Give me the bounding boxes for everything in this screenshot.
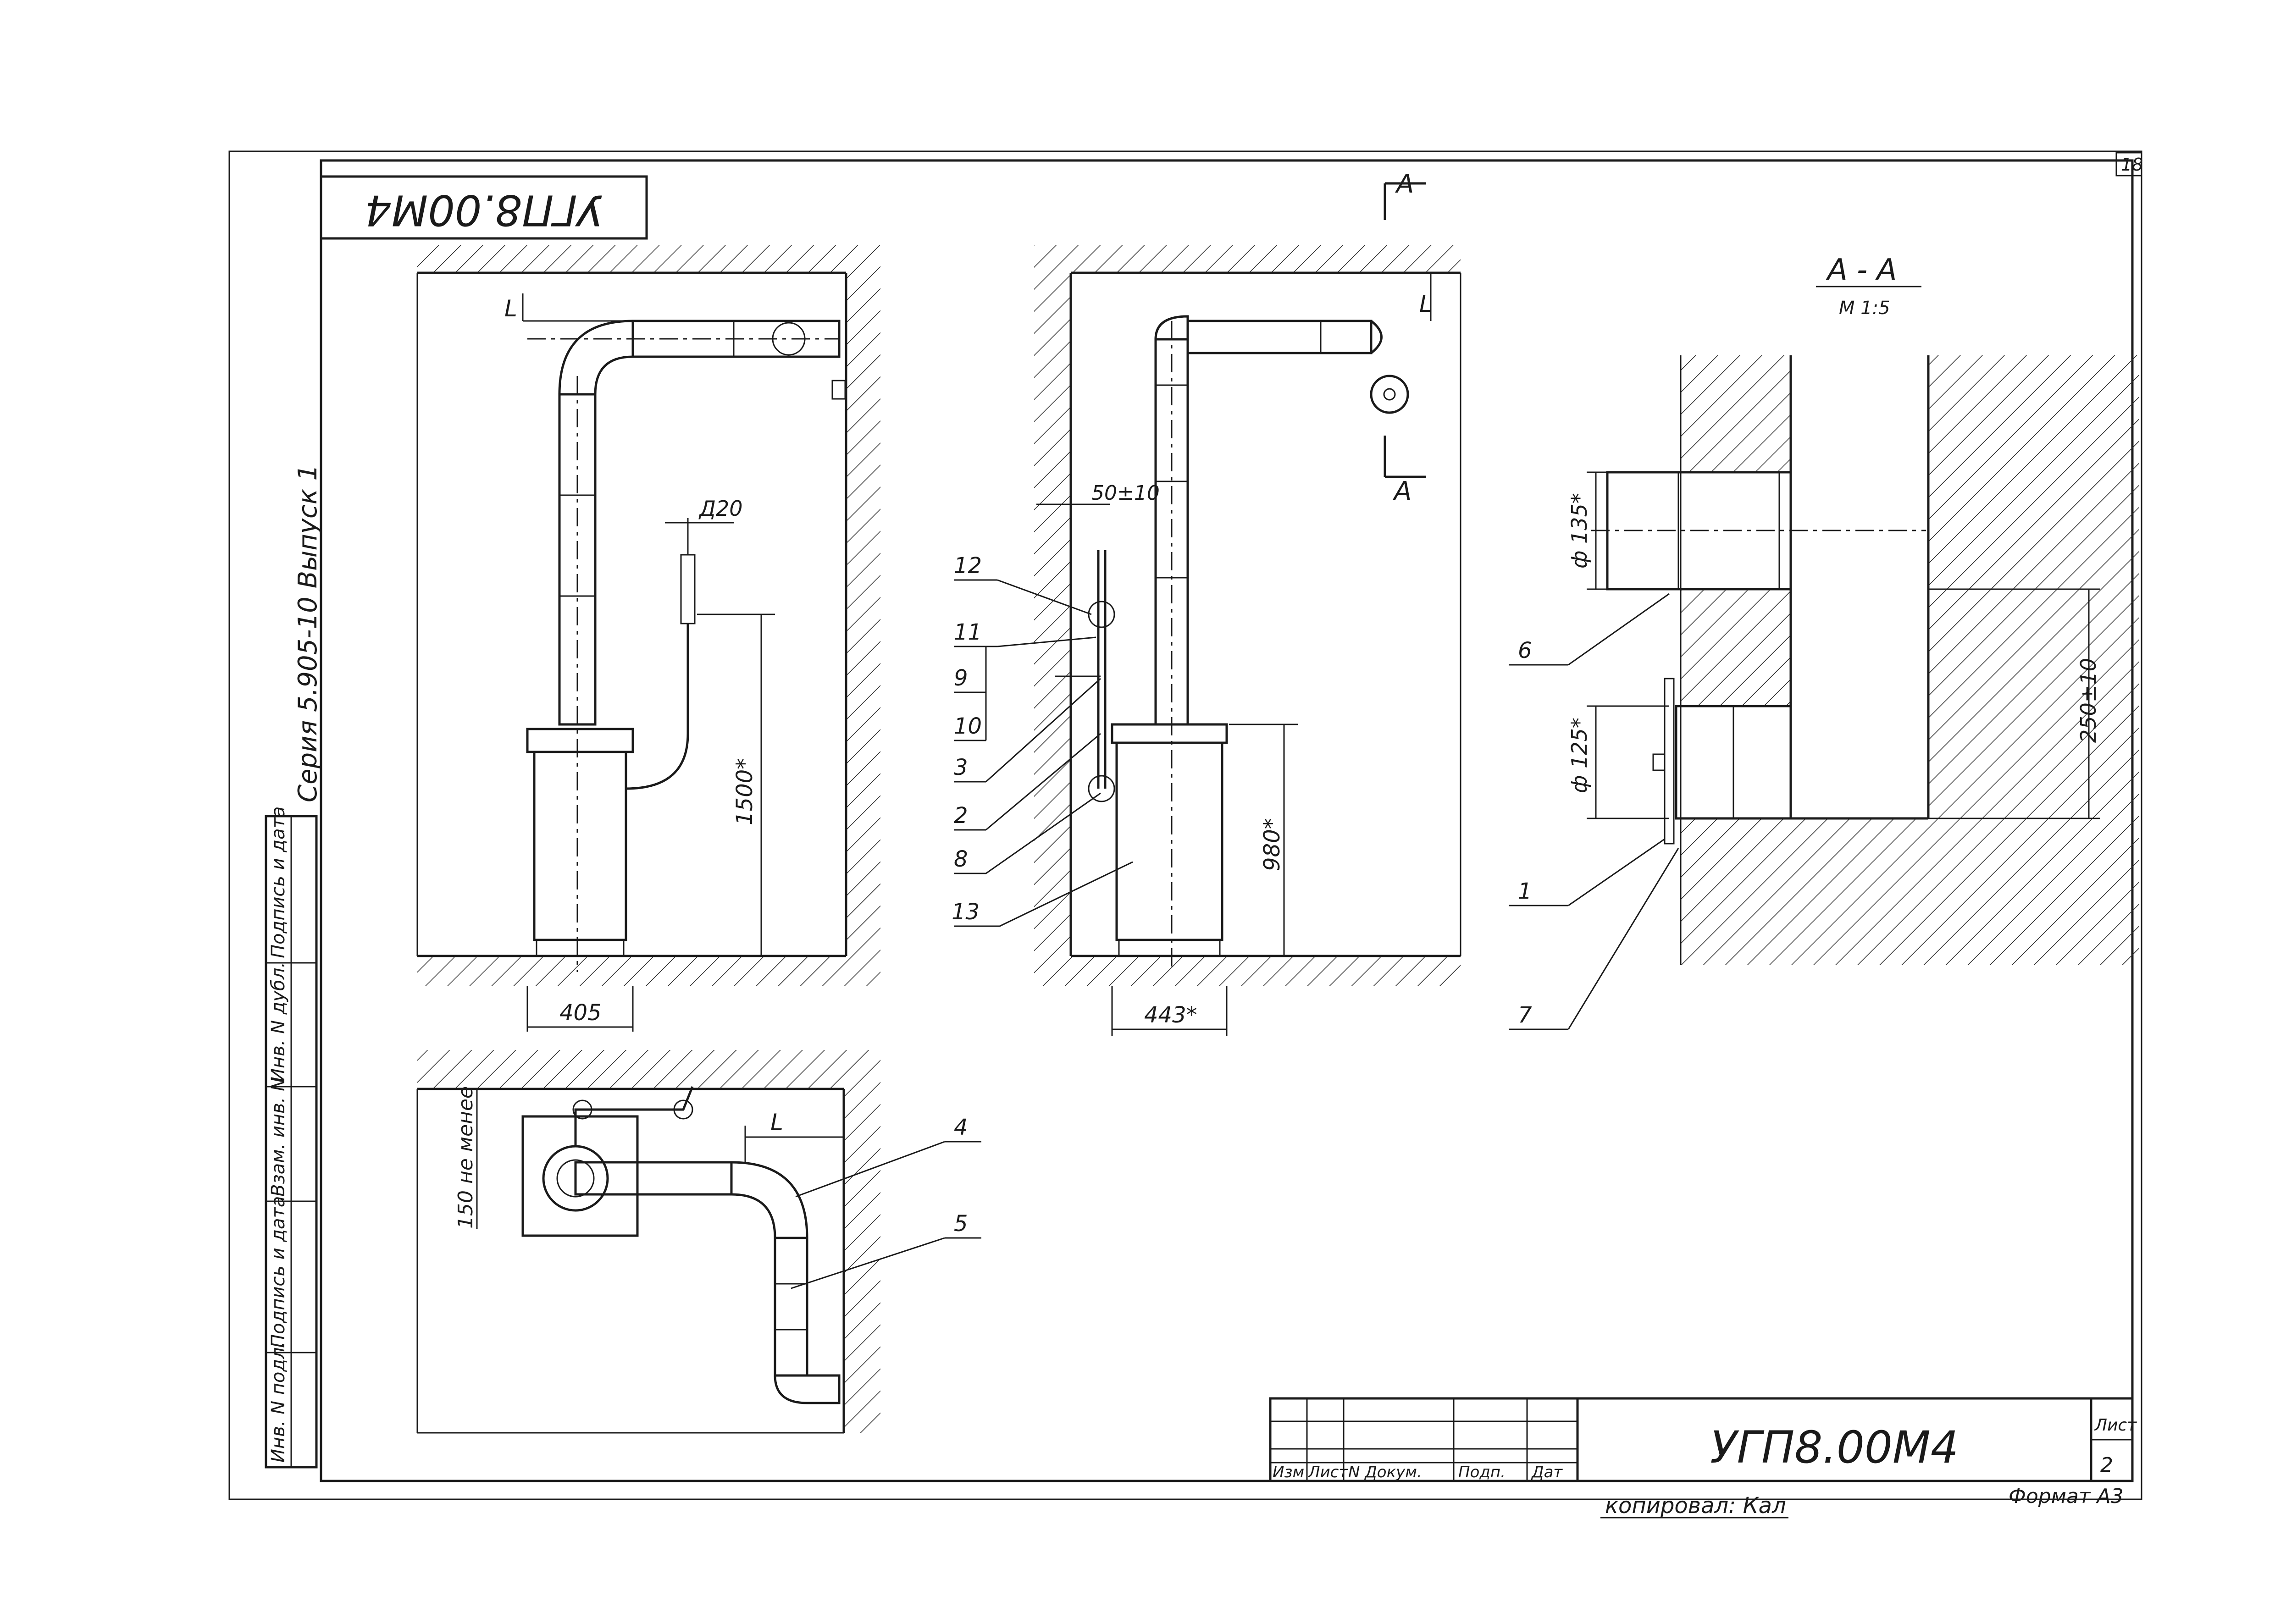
tb-sheet-value: 2 — [2100, 1453, 2113, 1477]
section-dim-250: 250±10 — [2076, 658, 2101, 743]
side-label-3: Взам. инв. N — [268, 1077, 289, 1197]
tb-col-doc: N Докум. — [1348, 1463, 1422, 1481]
side-label-4: Инв. N дубл. — [268, 962, 289, 1082]
section-dim-135: ф 135* — [1567, 493, 1592, 569]
view-side: А А 50±10 L 980* 443* 12 — [952, 169, 1461, 1036]
callout-9: 9 — [954, 665, 968, 691]
callout-2: 2 — [954, 803, 968, 829]
side-dim-50: 50±10 — [1091, 481, 1160, 505]
callout-6: 6 — [1518, 638, 1532, 663]
tb-col-date: Дат — [1531, 1463, 1563, 1481]
callout-3: 3 — [954, 755, 968, 780]
format-label: Формат А3 — [2009, 1485, 2124, 1508]
callout-8: 8 — [954, 846, 968, 872]
front-dim-405: 405 — [559, 1000, 602, 1026]
callout-7: 7 — [1518, 1002, 1532, 1028]
side-cut-mark-bottom: А — [1393, 476, 1411, 506]
side-label-1: Инв. N подл. — [268, 1342, 289, 1463]
tb-sheet-label: Лист — [2094, 1416, 2137, 1435]
copied-by: копировал: Кал — [1605, 1493, 1786, 1519]
side-cut-mark-top: А — [1395, 169, 1414, 199]
tb-col-list: Лист — [1307, 1463, 1348, 1481]
sheet-number: 18 — [2121, 155, 2143, 175]
callout-1: 1 — [1518, 878, 1532, 904]
series-note: Серия 5.905-10 Выпуск 1 — [293, 464, 323, 802]
side-column: Инв. N подл. Подпись и дата Взам. инв. N… — [265, 806, 318, 1469]
rotated-designation: УГП8.00М4 — [365, 186, 603, 235]
title-block: Изм Лист N Докум. Подп. Дат УГП8.00М4 Ли… — [1269, 1397, 2137, 1482]
section-aa: А - А М 1:5 ф 135* ф 125* — [1509, 253, 2139, 1030]
section-scale: М 1:5 — [1839, 298, 1890, 319]
tb-col-izm: Изм — [1273, 1463, 1304, 1481]
plan-dim-150: 150 не менее — [454, 1086, 477, 1229]
callout-11: 11 — [954, 619, 982, 645]
side-label-5: Подпись и дата — [268, 806, 289, 958]
front-dim-d20: Д20 — [698, 496, 742, 521]
callout-12: 12 — [954, 553, 982, 579]
plan-dim-l: L — [770, 1109, 783, 1136]
callout-10: 10 — [954, 713, 982, 739]
side-dim-980: 980* — [1259, 818, 1285, 871]
front-dim-l: L — [504, 295, 517, 322]
section-dim-125: ф 125* — [1567, 718, 1592, 793]
front-dim-1500: 1500* — [732, 758, 758, 825]
side-label-2: Подпись и дата — [268, 1196, 289, 1348]
callout-13: 13 — [952, 899, 980, 925]
callout-5: 5 — [954, 1211, 968, 1237]
section-title: А - А — [1826, 253, 1897, 287]
tb-col-sign: Подп. — [1458, 1463, 1506, 1481]
tb-designation: УГП8.00М4 — [1710, 1422, 1959, 1473]
callout-4: 4 — [954, 1115, 968, 1140]
side-dim-443: 443* — [1144, 1002, 1197, 1028]
view-plan: 150 не менее L 4 5 — [416, 1050, 981, 1434]
side-dim-l: L — [1419, 291, 1432, 317]
rotated-stamp: УГП8.00М4 — [320, 175, 648, 240]
view-front: Д20 1500* L 405 — [416, 245, 880, 1032]
side-callouts: 12 11 9 10 3 2 8 13 — [952, 553, 1133, 927]
